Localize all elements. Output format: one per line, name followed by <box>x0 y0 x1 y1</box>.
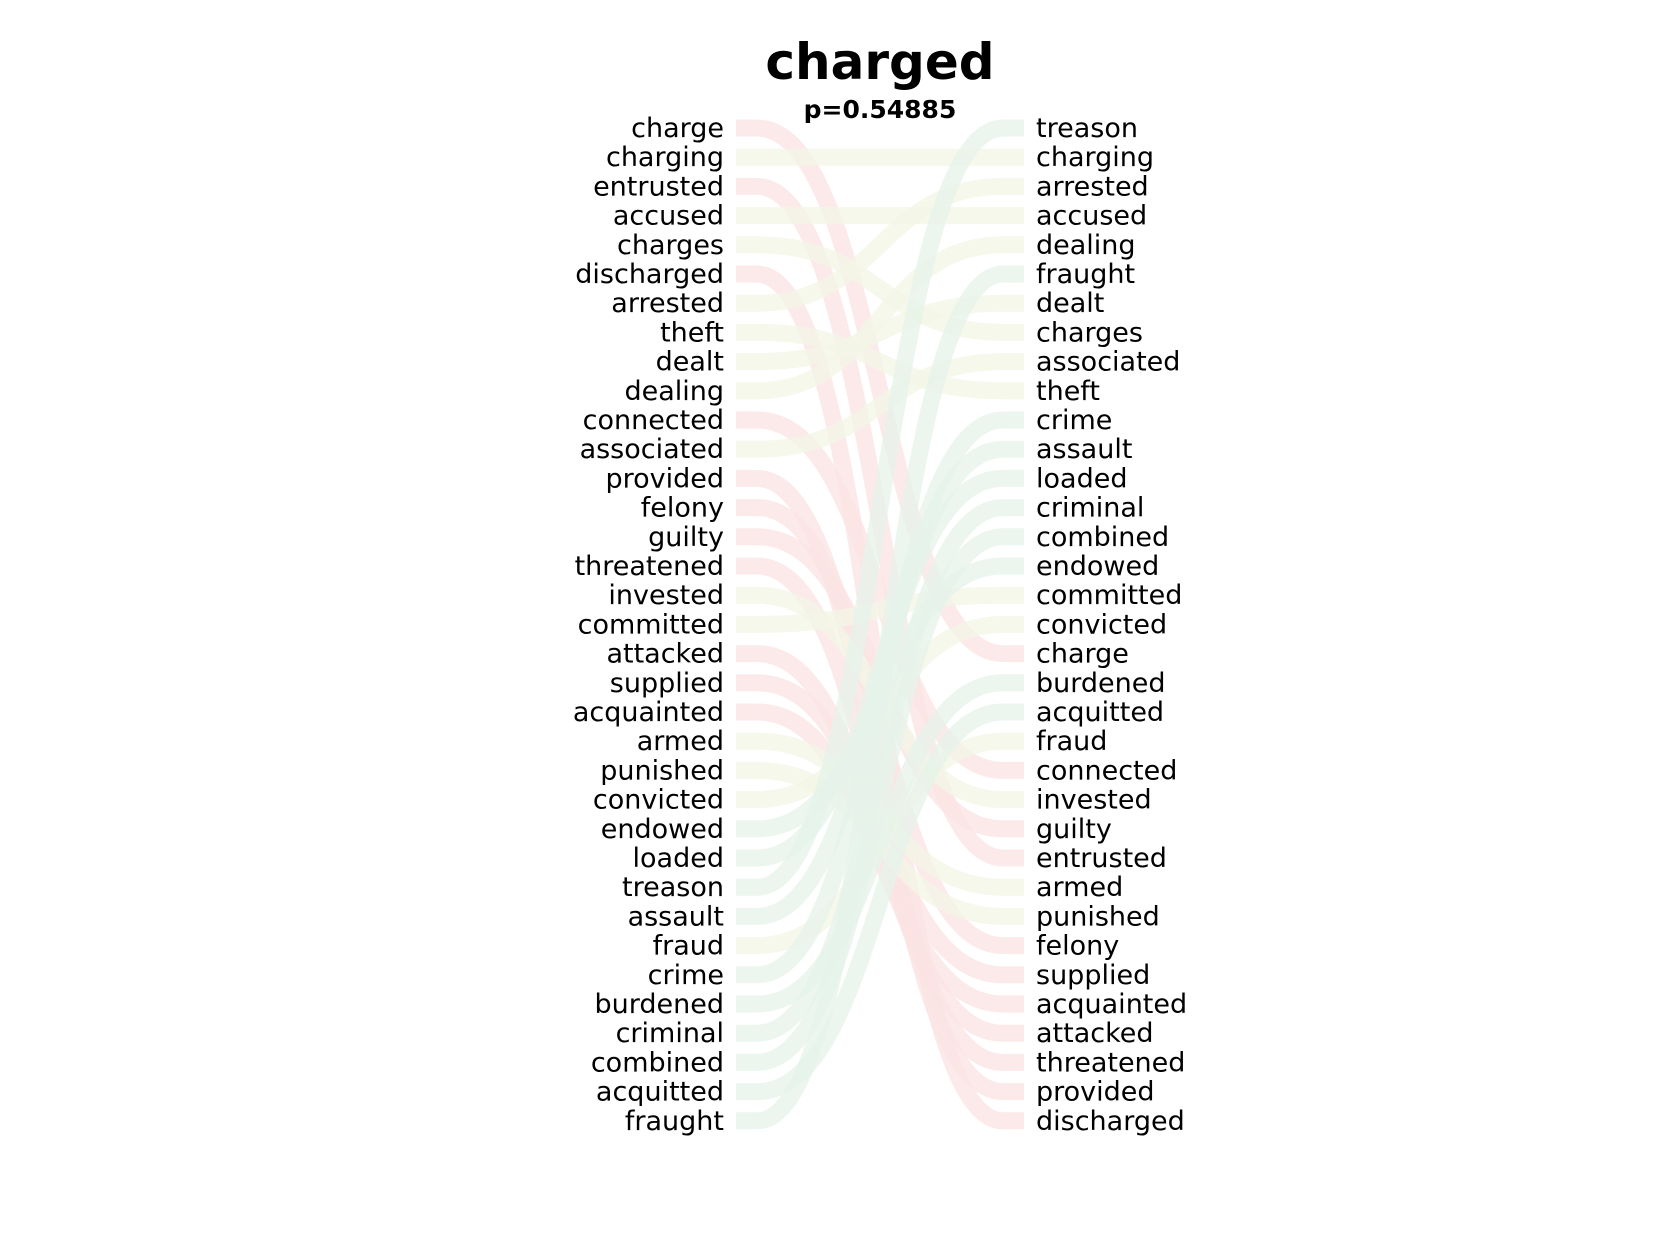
right-word-label: acquainted <box>1036 989 1187 1020</box>
right-word-label: guilty <box>1036 814 1112 845</box>
right-word-label: provided <box>1036 1077 1155 1108</box>
left-word-label: charging <box>606 142 724 173</box>
left-word-label: combined <box>591 1047 724 1078</box>
left-word-label: arrested <box>611 288 724 319</box>
right-word-label: theft <box>1036 376 1100 407</box>
left-word-label: dealing <box>624 376 724 407</box>
rank-link-burdened <box>736 674 1024 1013</box>
right-word-label: burdened <box>1036 668 1166 699</box>
left-word-label: endowed <box>601 814 724 845</box>
right-word-label: associated <box>1036 347 1180 378</box>
left-word-label: discharged <box>575 259 724 290</box>
left-word-label: armed <box>637 726 724 757</box>
rank-link-arrested <box>736 177 1024 312</box>
left-word-label: criminal <box>616 1018 724 1049</box>
right-word-label: endowed <box>1036 551 1159 582</box>
left-word-label: supplied <box>610 668 724 699</box>
left-word-label: crime <box>648 960 724 991</box>
left-word-label: guilty <box>648 522 724 553</box>
right-word-label: charge <box>1036 639 1129 670</box>
right-word-label: felony <box>1036 931 1119 962</box>
right-word-label: discharged <box>1036 1106 1185 1137</box>
right-word-label: dealt <box>1036 288 1104 319</box>
right-word-label: arrested <box>1036 171 1149 202</box>
right-word-label: entrusted <box>1036 843 1167 874</box>
right-word-label: accused <box>1036 201 1147 232</box>
left-word-label: dealt <box>656 347 724 378</box>
right-word-label: crime <box>1036 405 1112 436</box>
left-word-label: entrusted <box>593 171 724 202</box>
rank-link-fraught <box>736 265 1024 1130</box>
left-word-label: loaded <box>633 843 724 874</box>
rank-link-associated <box>736 353 1024 458</box>
right-word-label: dealing <box>1036 230 1136 261</box>
left-word-label: fraud <box>653 931 724 962</box>
right-word-label: convicted <box>1036 609 1167 640</box>
left-word-label: associated <box>580 434 724 465</box>
left-word-label: charge <box>631 113 724 144</box>
left-word-label: punished <box>600 755 724 786</box>
right-word-label: treason <box>1036 113 1138 144</box>
right-word-label: fraught <box>1036 259 1135 290</box>
rank-link-theft <box>736 323 1024 400</box>
left-word-label: committed <box>578 609 724 640</box>
left-word-label: treason <box>622 872 724 903</box>
chart-subtitle: p=0.54885 <box>804 95 957 124</box>
right-word-label: threatened <box>1036 1047 1185 1078</box>
chart-title: charged <box>765 33 994 91</box>
right-word-label: acquitted <box>1036 697 1164 728</box>
right-word-label: assault <box>1036 434 1132 465</box>
rank-link-treason <box>736 119 1024 896</box>
right-word-label: loaded <box>1036 463 1127 494</box>
rank-link-combined <box>736 528 1024 1071</box>
left-word-label: attacked <box>606 639 724 670</box>
left-word-label: charges <box>617 230 724 261</box>
rank-link-dealing <box>736 236 1024 400</box>
right-word-label: supplied <box>1036 960 1150 991</box>
right-word-label: criminal <box>1036 493 1144 524</box>
rank-links <box>736 119 1024 1130</box>
left-word-label: invested <box>608 580 724 611</box>
right-word-label: committed <box>1036 580 1182 611</box>
right-word-label: invested <box>1036 785 1152 816</box>
right-word-label: armed <box>1036 872 1123 903</box>
right-word-label: fraud <box>1036 726 1107 757</box>
left-word-label: connected <box>583 405 724 436</box>
left-word-label: acquainted <box>573 697 724 728</box>
left-word-label: fraught <box>625 1106 724 1137</box>
left-word-label: acquitted <box>596 1077 724 1108</box>
left-word-label: provided <box>605 463 724 494</box>
rank-link-charges <box>736 236 1024 341</box>
left-word-label: felony <box>641 493 724 524</box>
right-word-label: combined <box>1036 522 1169 553</box>
left-word-label: threatened <box>575 551 724 582</box>
left-word-label: accused <box>613 201 724 232</box>
left-word-label: convicted <box>593 785 724 816</box>
left-word-label: theft <box>660 317 724 348</box>
left-word-label: assault <box>628 901 724 932</box>
right-word-label: charging <box>1036 142 1154 173</box>
left-word-label: burdened <box>595 989 725 1020</box>
rank-link-committed <box>736 586 1024 633</box>
right-word-label: charges <box>1036 317 1143 348</box>
left-word-list: chargechargingentrustedaccusedchargesdis… <box>573 113 724 1137</box>
right-word-label: attacked <box>1036 1018 1154 1049</box>
right-word-list: treasonchargingarrestedaccuseddealingfra… <box>1036 113 1187 1137</box>
right-word-label: punished <box>1036 901 1160 932</box>
right-word-label: connected <box>1036 755 1177 786</box>
